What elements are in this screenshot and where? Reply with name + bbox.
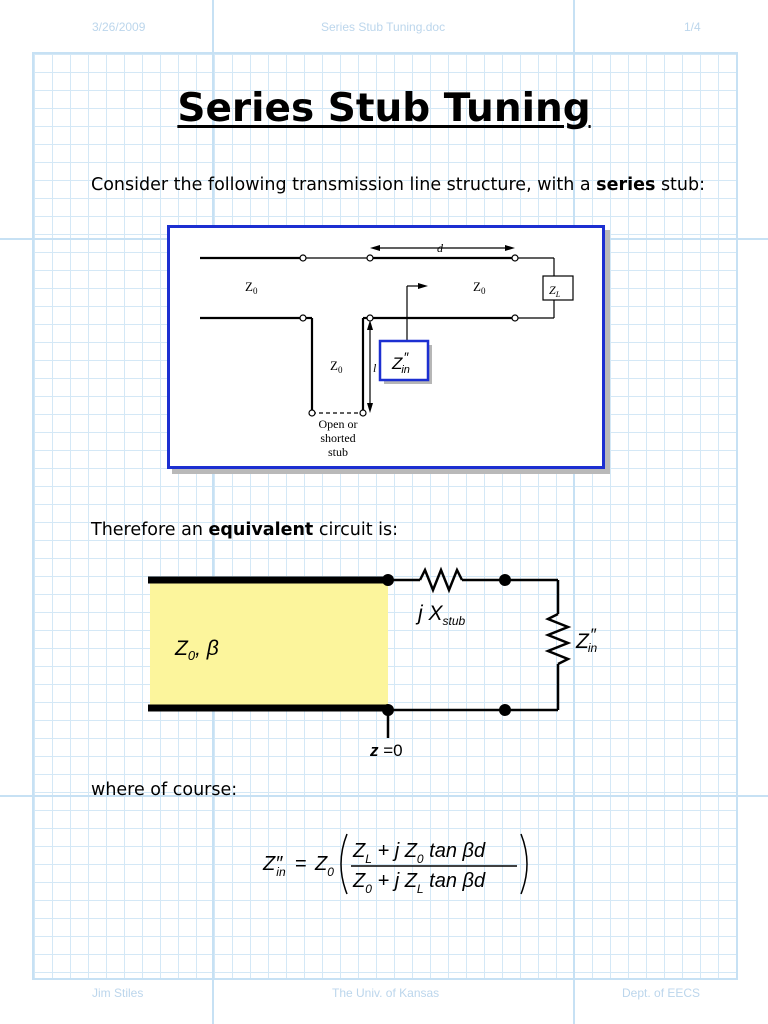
transmission-line-figure: d Z0 Z0 Z0 ZL l Z″in Open or shorted stu… bbox=[167, 225, 605, 469]
right-paren bbox=[520, 833, 528, 895]
header-filename: Series Stub Tuning.doc bbox=[321, 20, 446, 34]
footer-university: The Univ. of Kansas bbox=[332, 986, 440, 1000]
graph-paper-background bbox=[32, 52, 738, 980]
grid-divider bbox=[212, 0, 214, 1024]
stub-caption-line2: shorted bbox=[320, 431, 355, 445]
equivalent-paragraph: Therefore an equivalent circuit is: bbox=[91, 516, 711, 544]
grid-divider bbox=[573, 0, 575, 1024]
z0-right-label: Z0 bbox=[473, 279, 486, 296]
input-impedance-equation: Z″in = Z0 ZL + j Z0 tan βd Z0 + j ZL tan… bbox=[262, 833, 528, 896]
grid-divider bbox=[0, 795, 768, 797]
length-d-label: d bbox=[437, 241, 444, 255]
equation-denominator: Z0 + j ZL tan βd bbox=[352, 870, 486, 896]
intro-bold-term: series bbox=[596, 175, 656, 195]
transmission-line-diagram: d Z0 Z0 Z0 ZL l Z″in Open or shorted stu… bbox=[200, 241, 574, 459]
header-page-number: 1/4 bbox=[684, 20, 701, 34]
intro-text: Consider the following transmission line… bbox=[91, 175, 597, 195]
z0-stub-label: Z0 bbox=[330, 358, 343, 375]
transmission-line-body bbox=[150, 580, 388, 708]
equivalent-bold-term: equivalent bbox=[208, 520, 314, 540]
intro-text-end: stub: bbox=[655, 175, 706, 195]
stub-caption-line1: Open or bbox=[319, 417, 358, 431]
zin-load-label: Z″in bbox=[575, 625, 598, 655]
zin-label: Z″in bbox=[391, 349, 410, 376]
equivalent-circuit: Z0, β j Xstub Z″in z =0 bbox=[148, 566, 598, 760]
equivalent-text: Therefore an bbox=[91, 520, 209, 540]
footer-department: Dept. of EECS bbox=[622, 986, 701, 1000]
stub-length-l-label: l bbox=[373, 361, 377, 375]
stub-caption-line3: stub bbox=[328, 445, 348, 459]
z0-left-label: Z0 bbox=[245, 279, 258, 296]
intro-paragraph: Consider the following transmission line… bbox=[91, 171, 711, 199]
line-impedance-label: Z0, β bbox=[174, 637, 219, 663]
equivalent-text-end: circuit is: bbox=[313, 520, 399, 540]
equation-numerator: ZL + j Z0 tan βd bbox=[352, 840, 486, 866]
equation-lhs: Z″in bbox=[262, 853, 286, 879]
z-origin-label: z =0 bbox=[369, 741, 403, 760]
footer-author: Jim Stiles bbox=[92, 986, 144, 1000]
load-zl-label: ZL bbox=[549, 283, 561, 299]
left-paren bbox=[340, 833, 348, 895]
where-paragraph: where of course: bbox=[91, 780, 238, 800]
page-title: Series Stub Tuning bbox=[177, 86, 591, 131]
zin-label-box bbox=[378, 339, 430, 382]
equation-equals: = bbox=[295, 853, 307, 875]
header-date: 3/26/2009 bbox=[92, 20, 146, 34]
equation-z0: Z0 bbox=[314, 853, 334, 879]
series-reactance-label: j Xstub bbox=[415, 602, 466, 628]
